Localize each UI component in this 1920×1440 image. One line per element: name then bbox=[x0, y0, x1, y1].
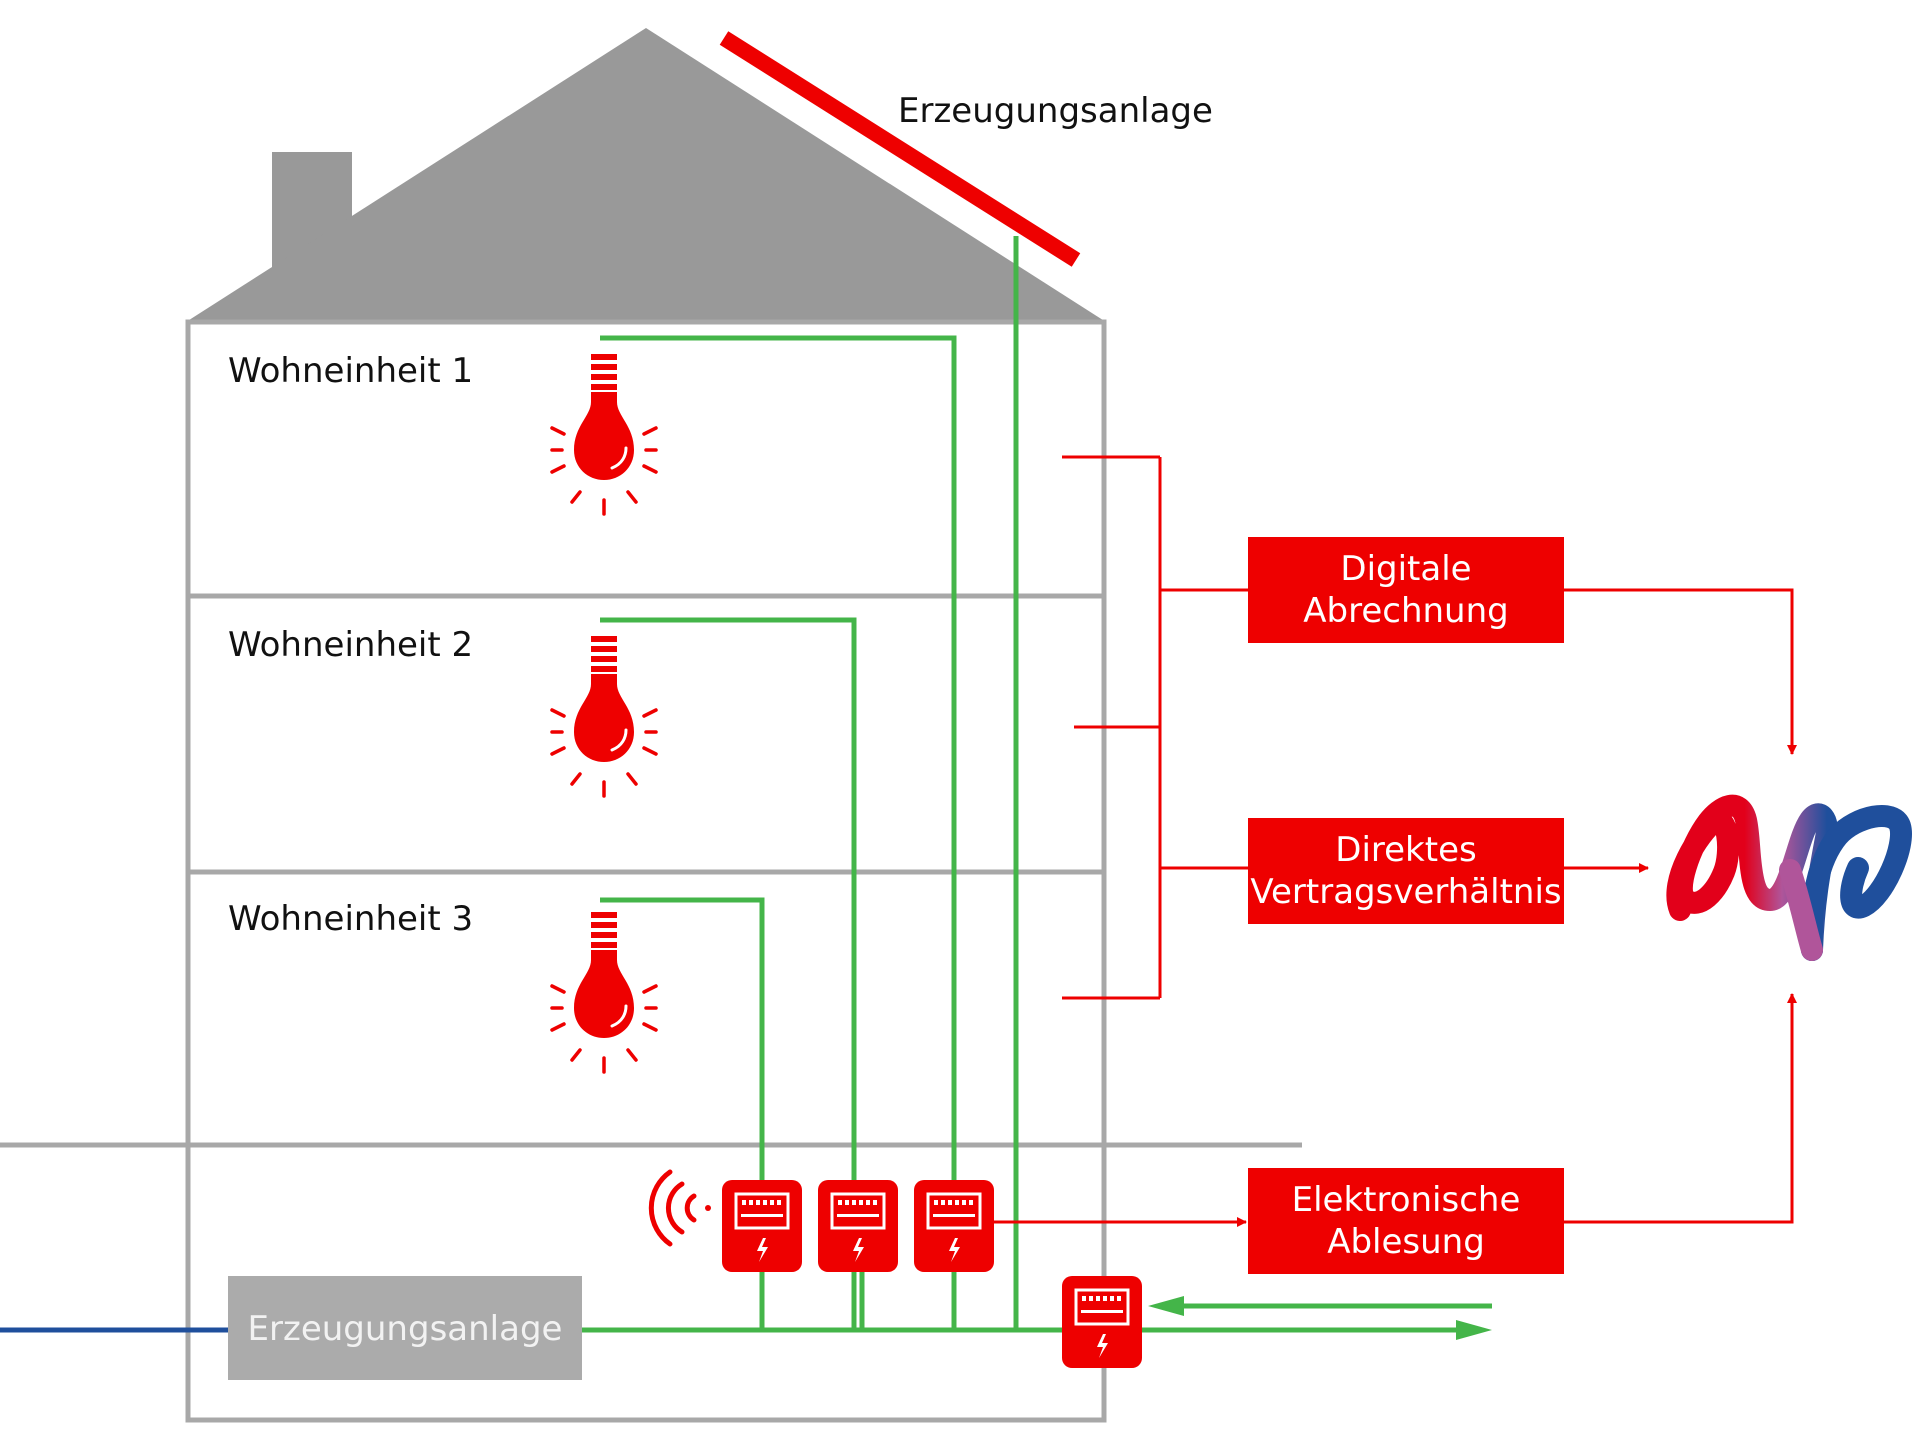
direct-contract-line-2: Vertragsverhältnis bbox=[1250, 872, 1561, 912]
company-logo bbox=[1666, 794, 1912, 961]
green-wiring bbox=[582, 236, 1492, 1333]
unit-2-label: Wohneinheit 2 bbox=[228, 625, 473, 665]
data-lines bbox=[994, 455, 1797, 1227]
grid-import-arrow bbox=[1148, 1296, 1184, 1316]
electronic-reading-line-1: Elektronische bbox=[1292, 1180, 1521, 1220]
direct-contract-line-1: Direktes bbox=[1335, 830, 1476, 870]
unit-3-label: Wohneinheit 3 bbox=[228, 899, 473, 939]
electricity-meter-icon bbox=[816, 1178, 900, 1274]
wireless-signal-icon bbox=[648, 1169, 711, 1247]
wire-unit-2 bbox=[600, 617, 857, 1330]
unit-1-label: Wohneinheit 1 bbox=[228, 351, 473, 391]
electricity-meter-icon bbox=[720, 1178, 804, 1274]
digital-billing-line-1: Digitale bbox=[1340, 549, 1471, 589]
solar-panel bbox=[719, 31, 1081, 267]
electricity-meter-icon bbox=[1060, 1274, 1144, 1370]
electronic-reading-line-2: Ablesung bbox=[1327, 1222, 1485, 1262]
wire-unit-1 bbox=[600, 335, 957, 1330]
house bbox=[0, 28, 1302, 1423]
roof bbox=[186, 28, 1106, 322]
electronic-reading-box: Elektronische Ablesung bbox=[1248, 1168, 1564, 1274]
cellar-generation-label: Erzeugungsanlage bbox=[248, 1309, 563, 1349]
digital-billing-box: Digitale Abrechnung bbox=[1248, 537, 1564, 643]
cellar-generation-box bbox=[228, 1276, 582, 1380]
grid-export-arrow bbox=[1456, 1320, 1492, 1340]
direct-contract-box: Direktes Vertragsverhältnis bbox=[1248, 818, 1564, 924]
roof-generation-label: Erzeugungsanlage bbox=[898, 91, 1213, 131]
digital-billing-line-2: Abrechnung bbox=[1303, 591, 1508, 631]
electricity-meter-icon bbox=[912, 1178, 996, 1274]
